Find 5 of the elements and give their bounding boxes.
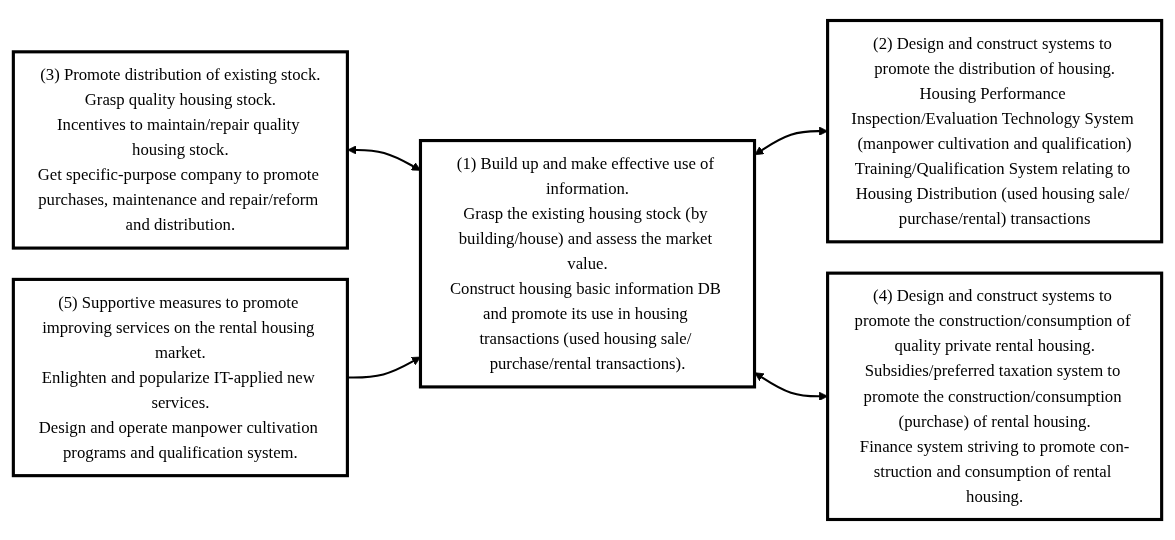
node-box: (3) Promote distribution of existing stock. Grasp quality housing stock. Incentives to maintain/repair quality housing stock. Get specific-purpose company to promote purchases, maintenance and repair/reform and distribution.: [11, 50, 349, 250]
node-box: (5) Supportive measures to promote improving services on the rental housing market. Enlighten and popularize IT-applied new services. Design and operate manpower cultivation programs and qualification system.: [11, 277, 349, 478]
node-box: (4) Design and construct systems to promote the construction/consumption of quality private rental housing. Subsidies/preferred taxation system to promote the construction/consumption (purchase) of rental housing. Finance system striving to promote con-struction and consumption of rental housing.: [826, 271, 1164, 522]
node-box: (1) Build up and make effective use of information. Grasp the existing housing stock (by building/house) and assess the market value. Construct housing basic information DB and promote its use in housing transactions (used housing sale/ purchase/rental transactions).: [418, 139, 757, 389]
node-box: (2) Design and construct systems to promote the distribution of housing. Housing Performance Inspection/Evaluation Technology System (manpower cultivation and qualification) Training/Qualification System relating to Housing Distribution (used housing sale/ purchase/rental) transactions: [826, 18, 1164, 244]
